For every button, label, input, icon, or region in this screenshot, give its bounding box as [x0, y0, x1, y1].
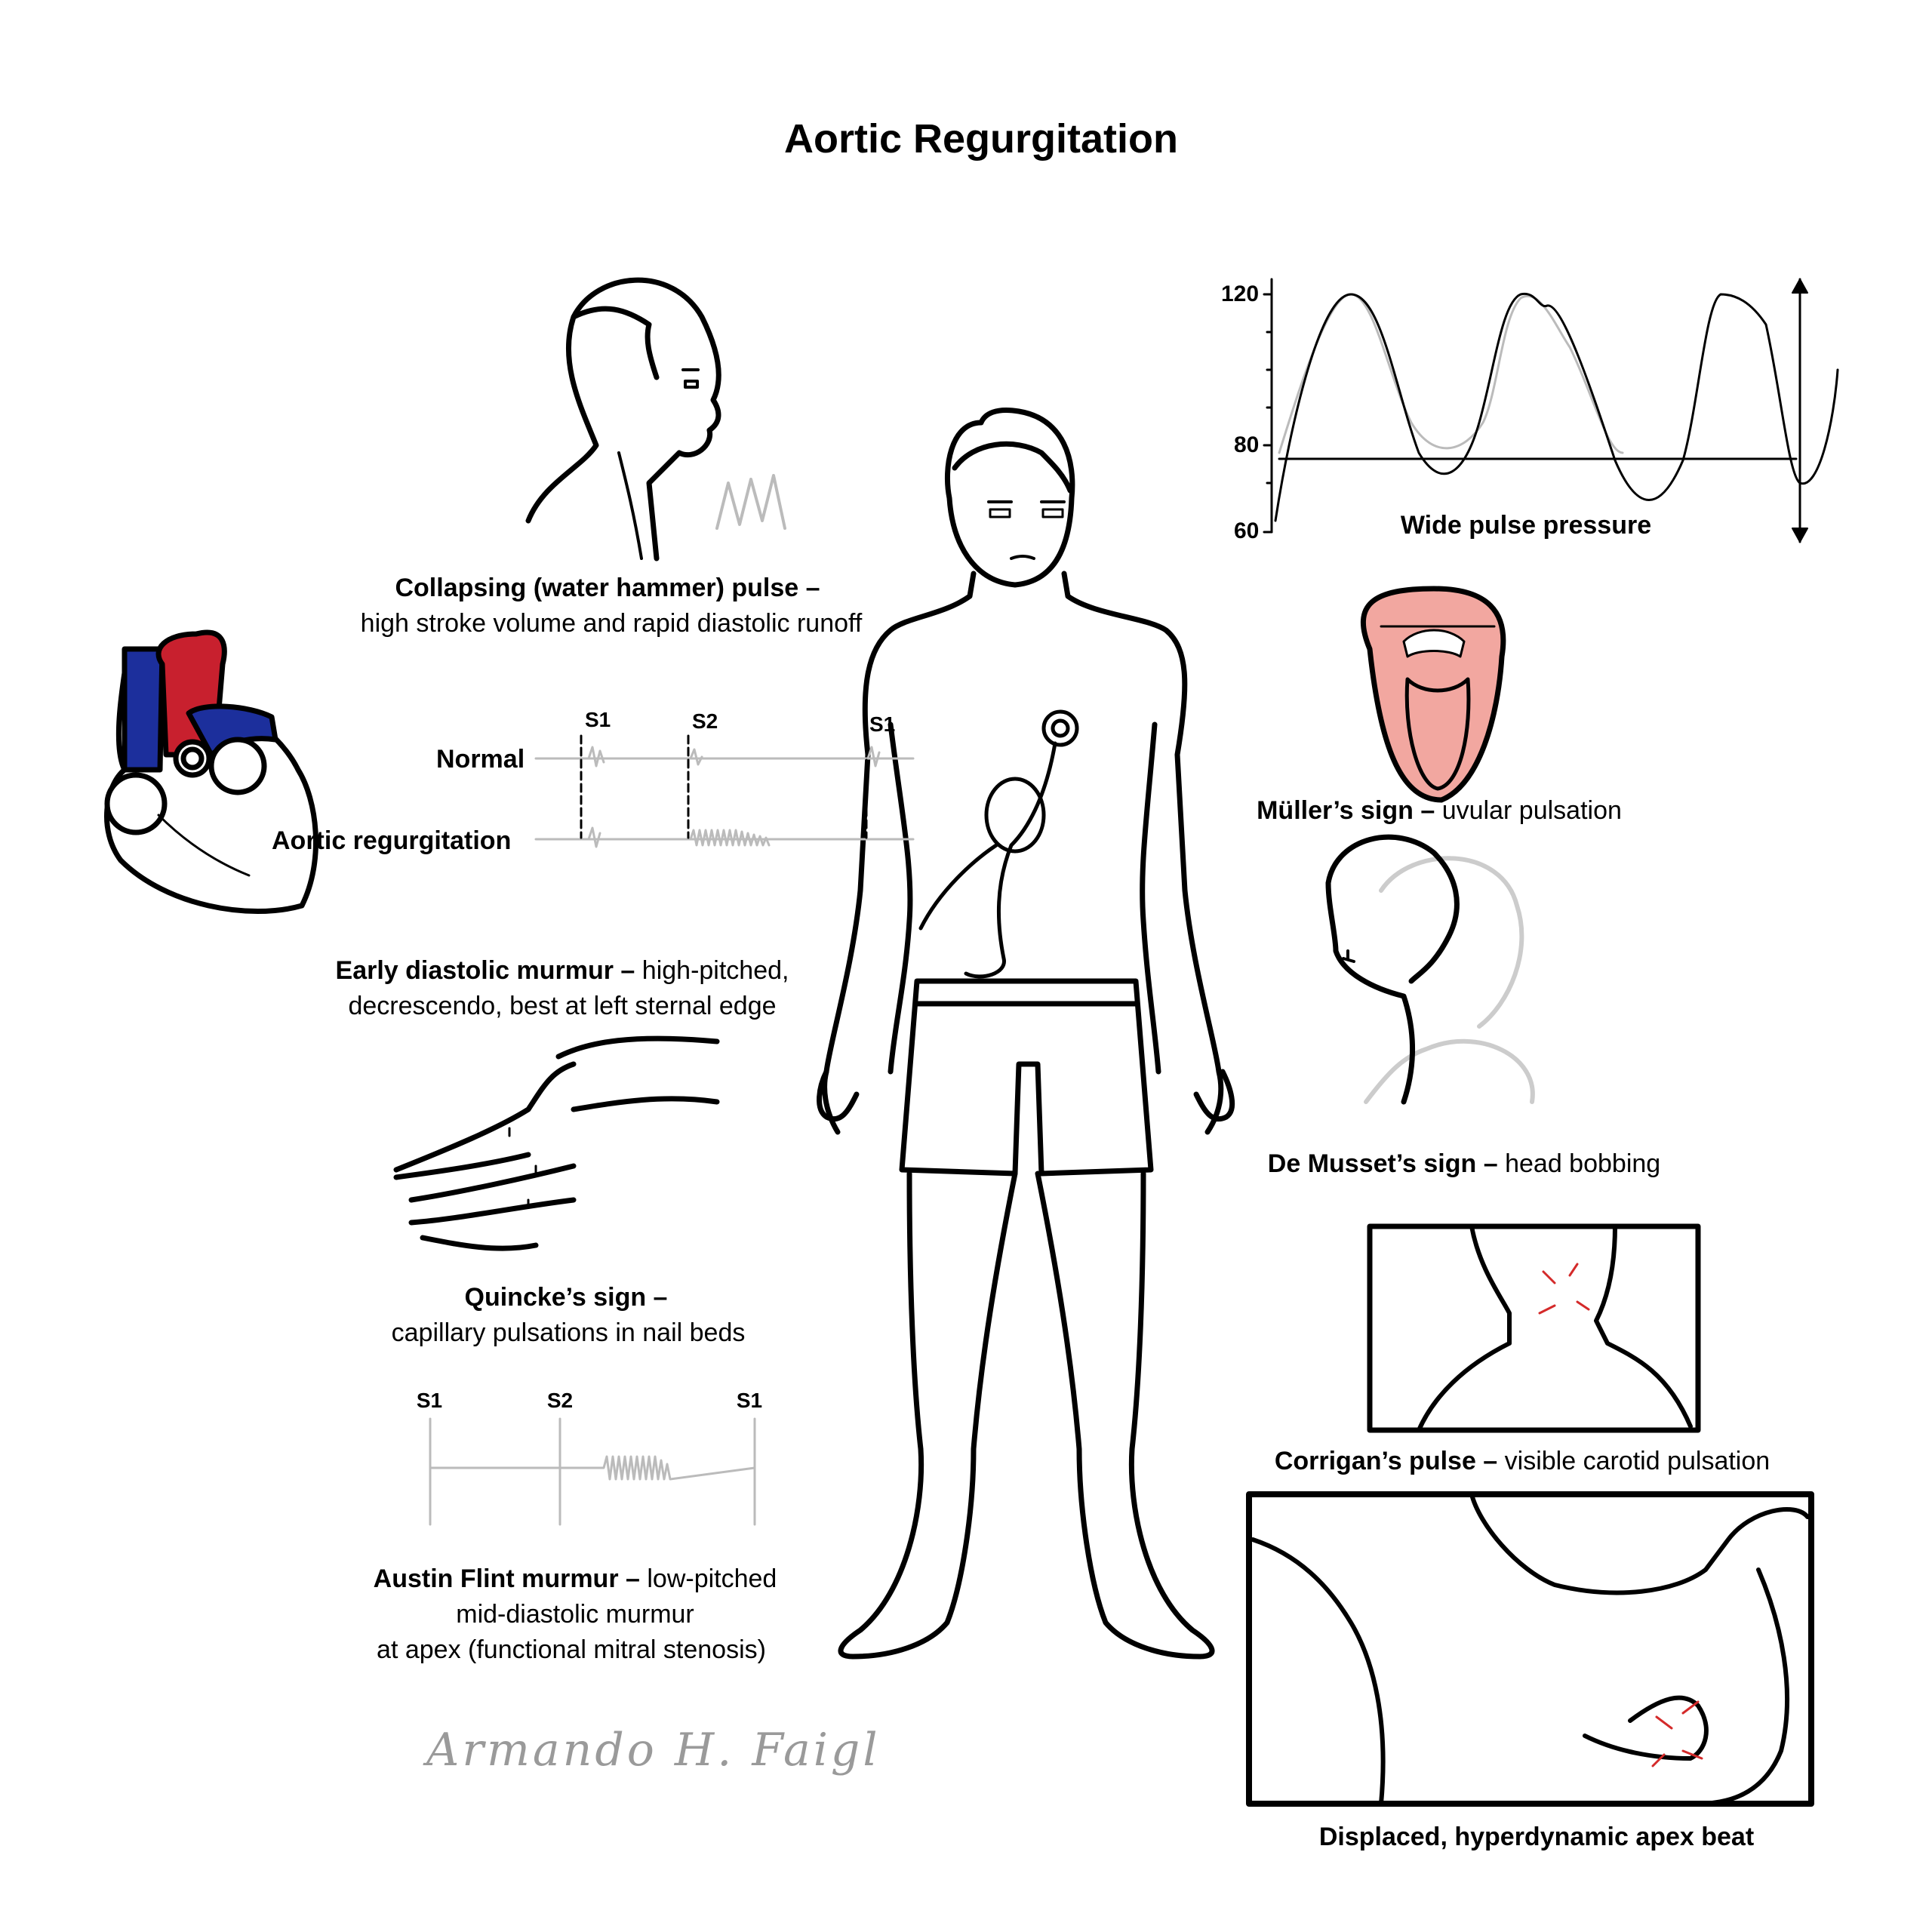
early-diastolic-line1: Early diastolic murmur – high-pitched, — [335, 956, 789, 985]
s1-end-label: S1 — [869, 712, 896, 736]
early-diastolic-line2: decrescendo, best at left sternal edge — [348, 992, 777, 1020]
austin-flint-trace — [429, 1417, 756, 1526]
page-title: Aortic Regurgitation — [784, 116, 1178, 162]
muller-sign-label: Müller’s sign – uvular pulsation — [1257, 796, 1622, 825]
heart-anatomy-drawing — [104, 629, 318, 914]
austin-flint-line1: Austin Flint murmur – low-pitched — [373, 1564, 777, 1593]
austin-flint-line3: at apex (functional mitral stenosis) — [377, 1635, 766, 1664]
af-s1-label: S1 — [416, 1389, 443, 1412]
aortic-regurgitation-label: Aortic regurgitation — [272, 826, 512, 855]
normal-label: Normal — [436, 745, 525, 774]
af-s1-end-label: S1 — [736, 1389, 763, 1412]
tick-120: 120 — [1221, 281, 1260, 306]
heart-sound-traces — [534, 746, 915, 848]
muller-mouth-drawing — [1360, 586, 1506, 803]
pulse-pressure-chart — [1263, 278, 1839, 543]
quincke-hands — [393, 1035, 720, 1251]
collapsing-pulse-name: Collapsing (water hammer) pulse – — [395, 574, 820, 602]
s1-label: S1 — [585, 708, 611, 731]
tick-60: 60 — [1234, 518, 1260, 543]
pulse-pressure-label: Wide pulse pressure — [1400, 511, 1652, 540]
apex-beat-label: Displaced, hyperdynamic apex beat — [1318, 1823, 1755, 1851]
corrigan-pulse-image — [1367, 1223, 1701, 1433]
collapsing-pulse-desc: high stroke volume and rapid diastolic r… — [360, 609, 863, 638]
collapsing-pulse-head — [525, 277, 786, 561]
quincke-desc: capillary pulsations in nail beds — [391, 1318, 746, 1347]
tick-80: 80 — [1234, 432, 1260, 457]
de-musset-sign-label: De Musset’s sign – head bobbing — [1267, 1149, 1661, 1178]
austin-flint-line2: mid-diastolic murmur — [456, 1600, 694, 1629]
af-s2-label: S2 — [546, 1389, 574, 1412]
s2-label: S2 — [692, 709, 718, 733]
corrigan-pulse-label: Corrigan’s pulse – visible carotid pulsa… — [1274, 1447, 1770, 1475]
quincke-name: Quincke’s sign – — [464, 1283, 668, 1312]
apex-beat-image — [1246, 1491, 1814, 1807]
de-musset-heads — [1325, 834, 1535, 1105]
standing-man-figure — [817, 408, 1235, 1660]
artist-signature: Armando H. Faigl — [426, 1724, 881, 1777]
